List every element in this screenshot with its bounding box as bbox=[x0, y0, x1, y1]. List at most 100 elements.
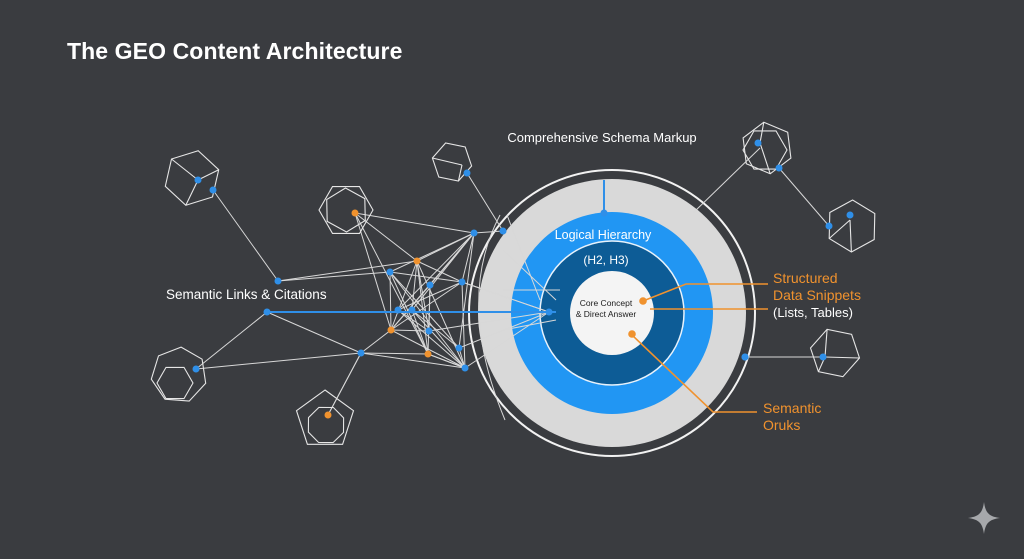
polyhedron-shape bbox=[150, 346, 207, 402]
network-edge bbox=[692, 147, 761, 214]
network-edge bbox=[473, 230, 504, 234]
polyhedron-edge bbox=[171, 158, 199, 181]
polyhedron-edge bbox=[197, 169, 219, 181]
blue-node bbox=[499, 227, 507, 235]
network-edge bbox=[389, 232, 475, 273]
network-edge bbox=[195, 311, 268, 370]
blue-node bbox=[754, 139, 762, 147]
polyhedron-shape bbox=[326, 187, 366, 233]
blue-node bbox=[386, 268, 394, 276]
network-edge bbox=[354, 212, 418, 262]
network-edge bbox=[502, 319, 557, 331]
blue-node bbox=[194, 176, 202, 184]
semantic-oruks-label-2: Oruks bbox=[763, 417, 800, 433]
network-edge bbox=[360, 352, 466, 369]
network-edge bbox=[389, 271, 466, 369]
polyhedron-edge bbox=[828, 219, 851, 239]
polyhedron-shape bbox=[307, 406, 345, 444]
blue-node bbox=[775, 164, 783, 172]
sparkle-icon bbox=[968, 502, 1000, 534]
blue-node bbox=[741, 353, 749, 361]
network-edge bbox=[389, 271, 392, 331]
network-edge bbox=[397, 309, 466, 369]
network-edge bbox=[360, 329, 392, 354]
polyhedra-group bbox=[150, 121, 876, 445]
page-title: The GEO Content Architecture bbox=[67, 38, 403, 64]
blue-node bbox=[192, 365, 200, 373]
semantic-oruks-label-1: Semantic bbox=[763, 400, 821, 416]
polyhedron-shape bbox=[156, 366, 194, 400]
orange-node bbox=[413, 257, 421, 265]
network-edge bbox=[466, 172, 504, 232]
polyhedron-shape bbox=[295, 389, 355, 445]
network-edge bbox=[277, 271, 391, 282]
polyhedron-shape bbox=[809, 328, 861, 378]
polyhedron-edge bbox=[185, 179, 199, 206]
orange-node bbox=[324, 411, 332, 419]
schema-connector-node bbox=[600, 209, 608, 217]
network-edge bbox=[390, 281, 463, 331]
blue-node bbox=[463, 169, 471, 177]
network-edge bbox=[416, 260, 463, 283]
polyhedron-shape bbox=[742, 121, 792, 175]
blue-node bbox=[357, 349, 365, 357]
polyhedron-shape bbox=[828, 199, 876, 253]
network-edge bbox=[397, 281, 463, 311]
network-edge bbox=[464, 311, 550, 369]
network-edge bbox=[212, 189, 279, 282]
blue-node bbox=[458, 278, 466, 286]
orange-node bbox=[424, 350, 432, 358]
blue-node bbox=[819, 353, 827, 361]
polyhedron-shape bbox=[742, 130, 788, 170]
network-nodes bbox=[192, 139, 854, 419]
blue-node bbox=[470, 229, 478, 237]
network-edge bbox=[428, 311, 550, 332]
blue-node bbox=[274, 277, 282, 285]
headings-label: (H2, H3) bbox=[583, 253, 628, 267]
polyhedron-edge bbox=[849, 219, 852, 253]
network-edge bbox=[411, 232, 475, 311]
structured-data-label-3: (Lists, Tables) bbox=[773, 305, 853, 320]
hierarchy-label: Logical Hierarchy bbox=[555, 228, 652, 242]
network-edge bbox=[389, 271, 460, 349]
polyhedron-shape bbox=[164, 150, 220, 206]
network-edge bbox=[266, 311, 362, 354]
blue-node bbox=[545, 308, 553, 316]
polyhedron-edge bbox=[824, 356, 860, 359]
core-label-line2: & Direct Answer bbox=[576, 309, 637, 319]
network-edge bbox=[778, 167, 830, 227]
blue-node bbox=[846, 211, 854, 219]
network-edge bbox=[390, 329, 430, 332]
polyhedron-edge bbox=[759, 122, 765, 144]
network-edge bbox=[354, 212, 392, 331]
network-edge bbox=[411, 309, 429, 355]
network-edge bbox=[506, 214, 541, 301]
network-edge bbox=[277, 260, 418, 282]
network-edge bbox=[502, 249, 557, 301]
network-edge bbox=[390, 329, 466, 369]
semantic-links-label: Semantic Links & Citations bbox=[166, 287, 327, 302]
structured-data-label-2: Data Snippets bbox=[773, 287, 861, 303]
network-edge bbox=[411, 260, 418, 311]
network-edge bbox=[411, 309, 460, 349]
network-edge bbox=[390, 260, 418, 331]
polyhedron-edge bbox=[457, 164, 463, 182]
semantic-oruks-connector bbox=[631, 334, 757, 413]
orange-node bbox=[387, 326, 395, 334]
blue-node bbox=[425, 327, 433, 335]
network-edge bbox=[411, 309, 466, 369]
network-edge bbox=[397, 309, 430, 332]
blue-node bbox=[209, 186, 217, 194]
structured-data-label-1: Structured bbox=[773, 270, 838, 286]
core-label-line1: Core Concept bbox=[580, 298, 633, 308]
network-edge bbox=[461, 281, 550, 313]
polyhedron-edge bbox=[432, 157, 463, 166]
structured-data-node bbox=[639, 297, 647, 305]
network-edge bbox=[427, 353, 466, 369]
blue-node bbox=[461, 364, 469, 372]
blue-node bbox=[408, 306, 416, 314]
blue-node bbox=[426, 281, 434, 289]
network-edge bbox=[327, 352, 362, 416]
polyhedron-shape bbox=[318, 186, 374, 234]
